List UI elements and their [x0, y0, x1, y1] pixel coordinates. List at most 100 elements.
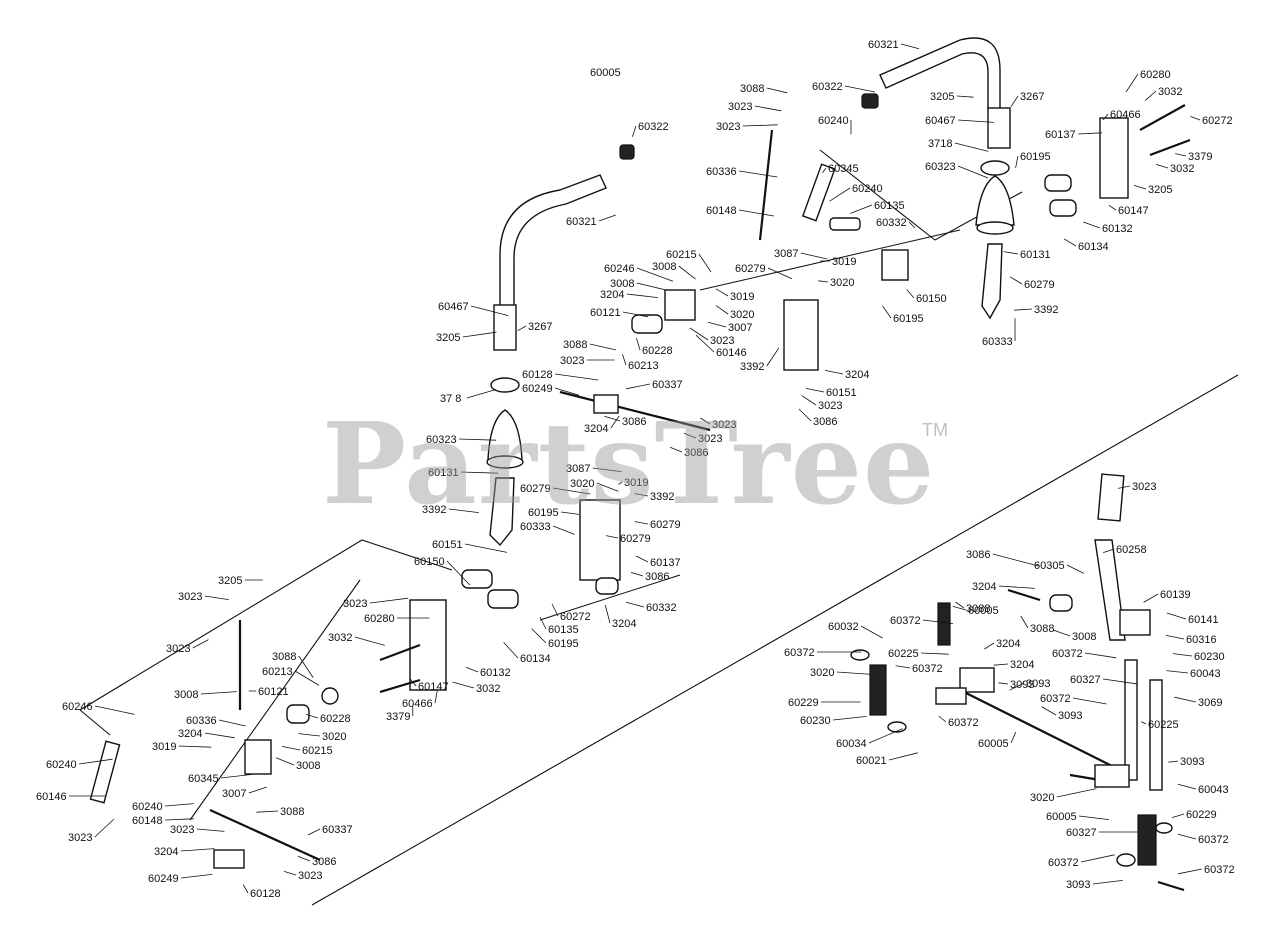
leader-line — [218, 719, 246, 727]
callout-3086: 3086 — [297, 855, 336, 868]
leader-line — [589, 343, 617, 351]
callout-60230: 60230 — [1172, 651, 1225, 663]
callout-label: 3093 — [1010, 679, 1034, 691]
callout-label: 60230 — [1194, 651, 1225, 663]
callout-label: 3019 — [730, 291, 754, 303]
callout-label: 60195 — [893, 313, 924, 325]
callout-3086: 3086 — [669, 446, 708, 459]
leader-line — [678, 265, 696, 280]
callout-60151: 60151 — [432, 539, 508, 553]
callout-3205: 3205 — [436, 331, 497, 344]
leader-line — [636, 267, 674, 282]
callout-label: 60121 — [590, 307, 621, 319]
leader-line — [922, 619, 954, 624]
callout-60466: 60466 — [1102, 109, 1141, 121]
leader-line — [294, 670, 320, 686]
callout-3023: 3023 — [68, 818, 115, 844]
leader-line — [742, 124, 778, 127]
callout-60323: 60323 — [426, 434, 497, 446]
callout-60139: 60139 — [1143, 589, 1191, 603]
handle-assembly-left — [89, 144, 711, 869]
callout-60332: 60332 — [625, 601, 677, 614]
callout-60467: 60467 — [925, 115, 995, 127]
leader-line — [805, 388, 825, 393]
callout-60215: 60215 — [281, 745, 333, 757]
damper-right — [801, 163, 836, 222]
callout-label: 3007 — [222, 788, 246, 800]
callout-3023: 3023 — [283, 870, 322, 882]
callout-label: 60195 — [1020, 151, 1051, 163]
shaft-60021 — [959, 689, 1121, 771]
callout-label: 3032 — [476, 683, 500, 695]
leader-line — [554, 387, 580, 396]
callout-label: 3086 — [684, 447, 708, 459]
callout-3718: 3718 — [928, 138, 989, 152]
leader-line — [1141, 721, 1147, 725]
callout-3007: 3007 — [707, 321, 752, 334]
callout-label: 3023 — [68, 832, 92, 844]
callout-60240: 60240 — [132, 801, 194, 813]
leader-line — [635, 555, 649, 563]
callout-label: 60332 — [646, 602, 677, 614]
callout-60141: 60141 — [1166, 612, 1219, 626]
callout-3379: 3379 — [1175, 151, 1212, 163]
callout-label: 60195 — [548, 638, 579, 650]
leader-line — [634, 493, 649, 497]
leader-line — [1177, 868, 1203, 875]
leader-line — [895, 665, 911, 669]
leader-line — [204, 732, 235, 739]
callout-label: 60228 — [320, 713, 351, 725]
callout-label: 60333 — [520, 521, 551, 533]
callout-60272: 60272 — [1190, 115, 1233, 127]
leader-line — [552, 487, 591, 495]
leader-line — [531, 628, 547, 644]
callout-label: 60128 — [522, 369, 553, 381]
callout-label: 3204 — [584, 423, 608, 435]
callout-3023: 3023 — [700, 417, 736, 431]
callout-60225: 60225 — [888, 648, 949, 660]
callout-3023: 3023 — [343, 597, 409, 610]
callout-60240: 60240 — [829, 183, 883, 202]
callout-3205: 3205 — [1133, 184, 1172, 196]
callout-label: 3020 — [830, 277, 854, 289]
callout-60249: 60249 — [148, 873, 213, 885]
leader-line — [94, 705, 135, 715]
leader-line — [1020, 615, 1029, 629]
boot-left — [487, 409, 523, 461]
leader-line — [466, 389, 496, 399]
callout-label: 3205 — [930, 91, 954, 103]
callout-60316: 60316 — [1165, 634, 1217, 646]
leader-line — [256, 810, 279, 813]
callout-3032: 3032 — [328, 632, 385, 646]
callout-3008: 3008 — [652, 261, 696, 280]
handle-assembly-right — [539, 37, 1191, 621]
callout-3205: 3205 — [218, 575, 263, 587]
callout-label: 60467 — [925, 115, 956, 127]
leader-line — [850, 204, 873, 214]
callout-label: 60150 — [414, 556, 445, 568]
leader-line — [882, 305, 892, 319]
leader-line — [738, 170, 778, 178]
callout-3088: 3088 — [955, 601, 990, 615]
callout-60240: 60240 — [46, 758, 113, 771]
callout-60147: 60147 — [1108, 204, 1149, 217]
callout-label: 3087 — [566, 463, 590, 475]
leader-line — [920, 652, 949, 655]
callout-60272: 60272 — [551, 603, 591, 623]
leader-line — [1072, 697, 1107, 705]
bolt-3379-right — [1149, 138, 1191, 157]
leader-line — [242, 884, 249, 894]
callout-label: 60146 — [716, 347, 747, 359]
callout-3087: 3087 — [566, 463, 622, 475]
callout-60229: 60229 — [788, 697, 861, 709]
callout-label: 3019 — [152, 741, 176, 753]
leader-line — [801, 395, 817, 406]
callout-60372: 60372 — [1052, 648, 1117, 660]
leader-line — [956, 95, 974, 98]
callout-3204: 3204 — [604, 604, 636, 630]
callout-60195: 60195 — [531, 628, 579, 650]
leader-line — [164, 803, 194, 807]
callout-60322: 60322 — [632, 121, 669, 137]
callout-label: 60336 — [186, 715, 217, 727]
leader-line — [1166, 612, 1187, 620]
